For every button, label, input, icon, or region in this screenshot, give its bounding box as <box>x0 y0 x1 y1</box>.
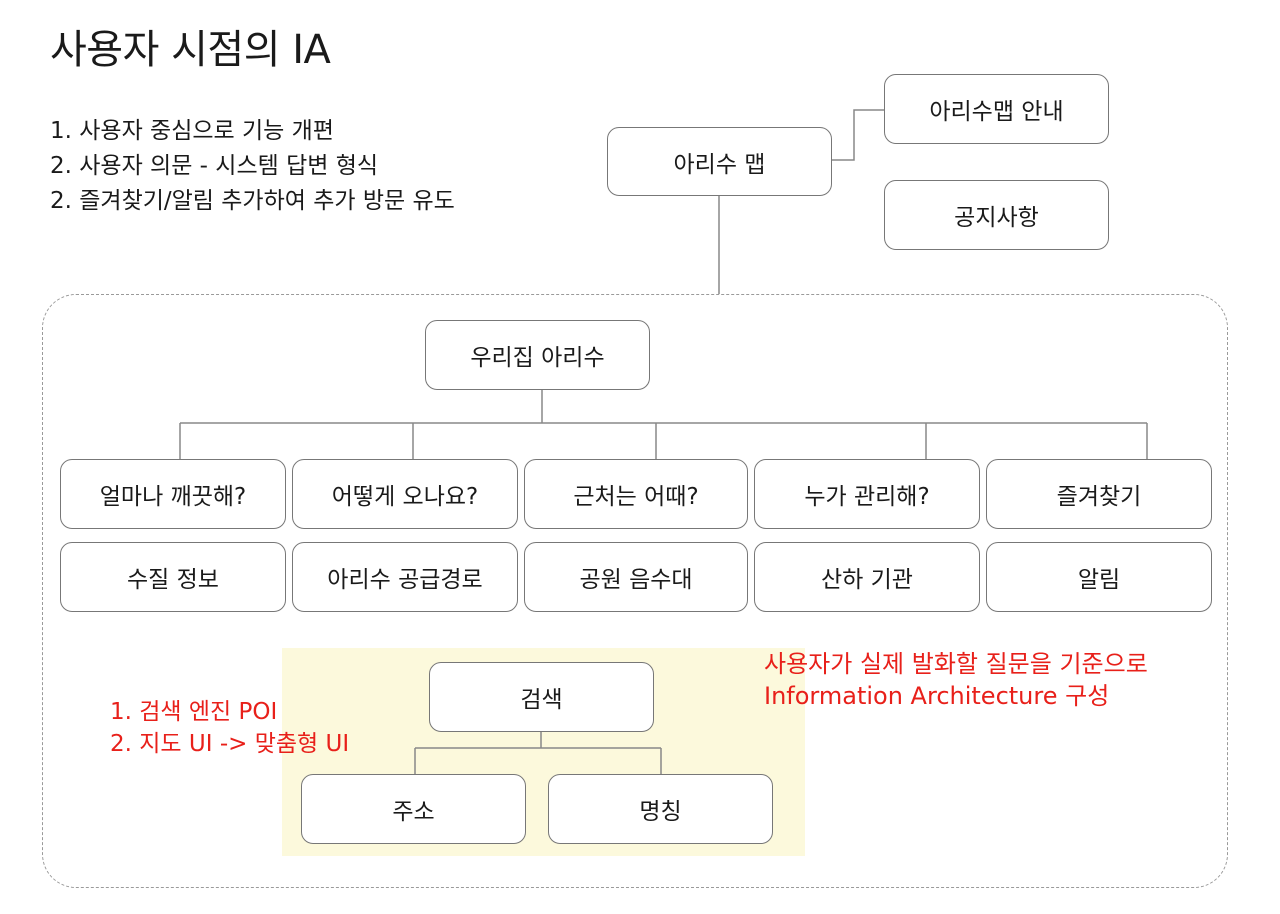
goal-list: 1. 사용자 중심으로 기능 개편 2. 사용자 의문 - 시스템 답변 형식 … <box>50 114 455 219</box>
node-notice: 공지사항 <box>884 180 1109 250</box>
user-area-group <box>42 294 1228 888</box>
node-arisu-map: 아리수 맵 <box>607 127 832 196</box>
node-arisu-map-guide: 아리수맵 안내 <box>884 74 1109 144</box>
search-note-item: 1. 검색 엔진 POI <box>110 699 278 725</box>
node-home-arisu: 우리집 아리수 <box>425 320 650 390</box>
node-question-clean: 얼마나 깨끗해? <box>60 459 286 529</box>
goal-item: 2. 사용자 의문 - 시스템 답변 형식 <box>50 153 379 179</box>
node-question-who: 누가 관리해? <box>754 459 980 529</box>
search-notes: 1. 검색 엔진 POI 2. 지도 UI -> 맞춤형 UI <box>110 696 349 760</box>
ia-note: 사용자가 실제 발화할 질문을 기준으로 Information Archite… <box>764 648 1148 712</box>
goal-item: 2. 즐겨찾기/알림 추가하여 추가 방문 유도 <box>50 188 455 214</box>
node-search-address: 주소 <box>301 774 526 844</box>
node-question-favorites: 즐겨찾기 <box>986 459 1212 529</box>
node-search-name: 명칭 <box>548 774 773 844</box>
node-affiliated-org: 산하 기관 <box>754 542 980 612</box>
node-question-nearby: 근처는 어때? <box>524 459 748 529</box>
connector-root-guide <box>832 109 884 161</box>
node-park-fountain: 공원 음수대 <box>524 542 748 612</box>
node-search: 검색 <box>429 662 654 732</box>
ia-note-line: Information Architecture 구성 <box>764 682 1110 710</box>
node-question-how: 어떻게 오나요? <box>292 459 518 529</box>
node-water-quality: 수질 정보 <box>60 542 286 612</box>
node-alarm: 알림 <box>986 542 1212 612</box>
ia-note-line: 사용자가 실제 발화할 질문을 기준으로 <box>764 650 1148 678</box>
node-supply-route: 아리수 공급경로 <box>292 542 518 612</box>
search-note-item: 2. 지도 UI -> 맞춤형 UI <box>110 731 350 757</box>
page-title: 사용자 시점의 IA <box>50 27 331 73</box>
goal-item: 1. 사용자 중심으로 기능 개편 <box>50 118 334 144</box>
